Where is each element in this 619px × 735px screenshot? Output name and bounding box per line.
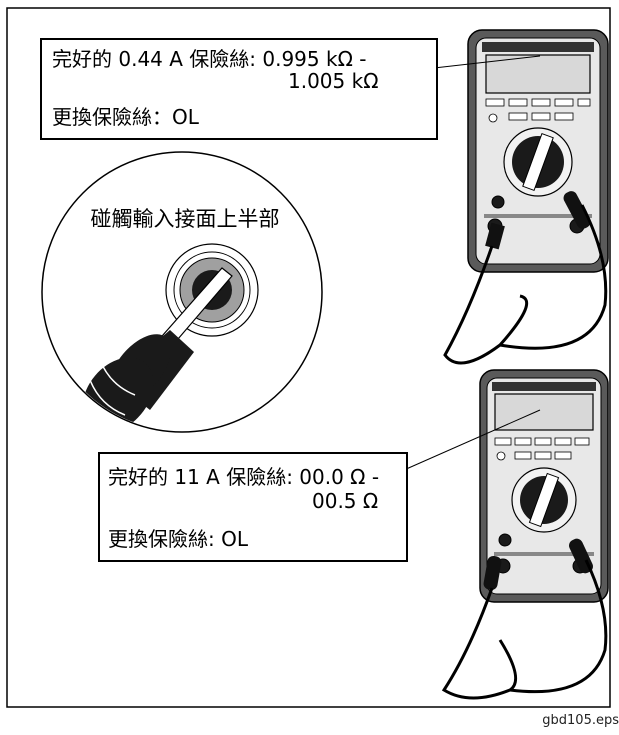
detail-magnifier <box>41 151 323 433</box>
multimeter-top <box>443 29 609 365</box>
multimeter-bottom <box>441 369 609 700</box>
meter-buttons-bottom <box>494 437 590 461</box>
rotary-dial-bottom <box>511 467 577 533</box>
leader-line-bottom <box>403 409 541 471</box>
figure-filename: gbd105.eps <box>542 713 619 728</box>
meter-buttons-top <box>485 98 591 123</box>
good-fuse-044a-label: 完好的 0.44 A 保險絲: 0.995 kΩ - <box>52 47 367 71</box>
leader-line-top <box>433 55 541 69</box>
rotary-dial-top <box>503 127 573 197</box>
test-leads-bottom <box>441 538 608 700</box>
good-fuse-11a-range-end: 00.5 Ω <box>312 489 379 513</box>
figure-frame <box>6 7 611 708</box>
test-leads-top <box>443 191 608 365</box>
good-fuse-044a-range-end: 1.005 kΩ <box>288 69 379 93</box>
meter-display-top <box>485 54 591 94</box>
good-fuse-11a-label: 完好的 11 A 保險絲: 00.0 Ω - <box>108 465 380 489</box>
detail-circle-label: 碰觸輸入接面上半部 <box>90 207 280 231</box>
meter-display-bottom <box>494 393 594 431</box>
callout-top-fuse-044a: 完好的 0.44 A 保險絲: 0.995 kΩ - 1.005 kΩ 更換保險… <box>40 38 438 140</box>
callout-bottom-fuse-11a: 完好的 11 A 保險絲: 00.0 Ω - 00.5 Ω 更換保險絲: OL <box>98 452 408 562</box>
replace-fuse-11a-label: 更換保險絲: OL <box>108 527 248 551</box>
replace-fuse-044a-label: 更換保險絲：OL <box>52 105 199 129</box>
